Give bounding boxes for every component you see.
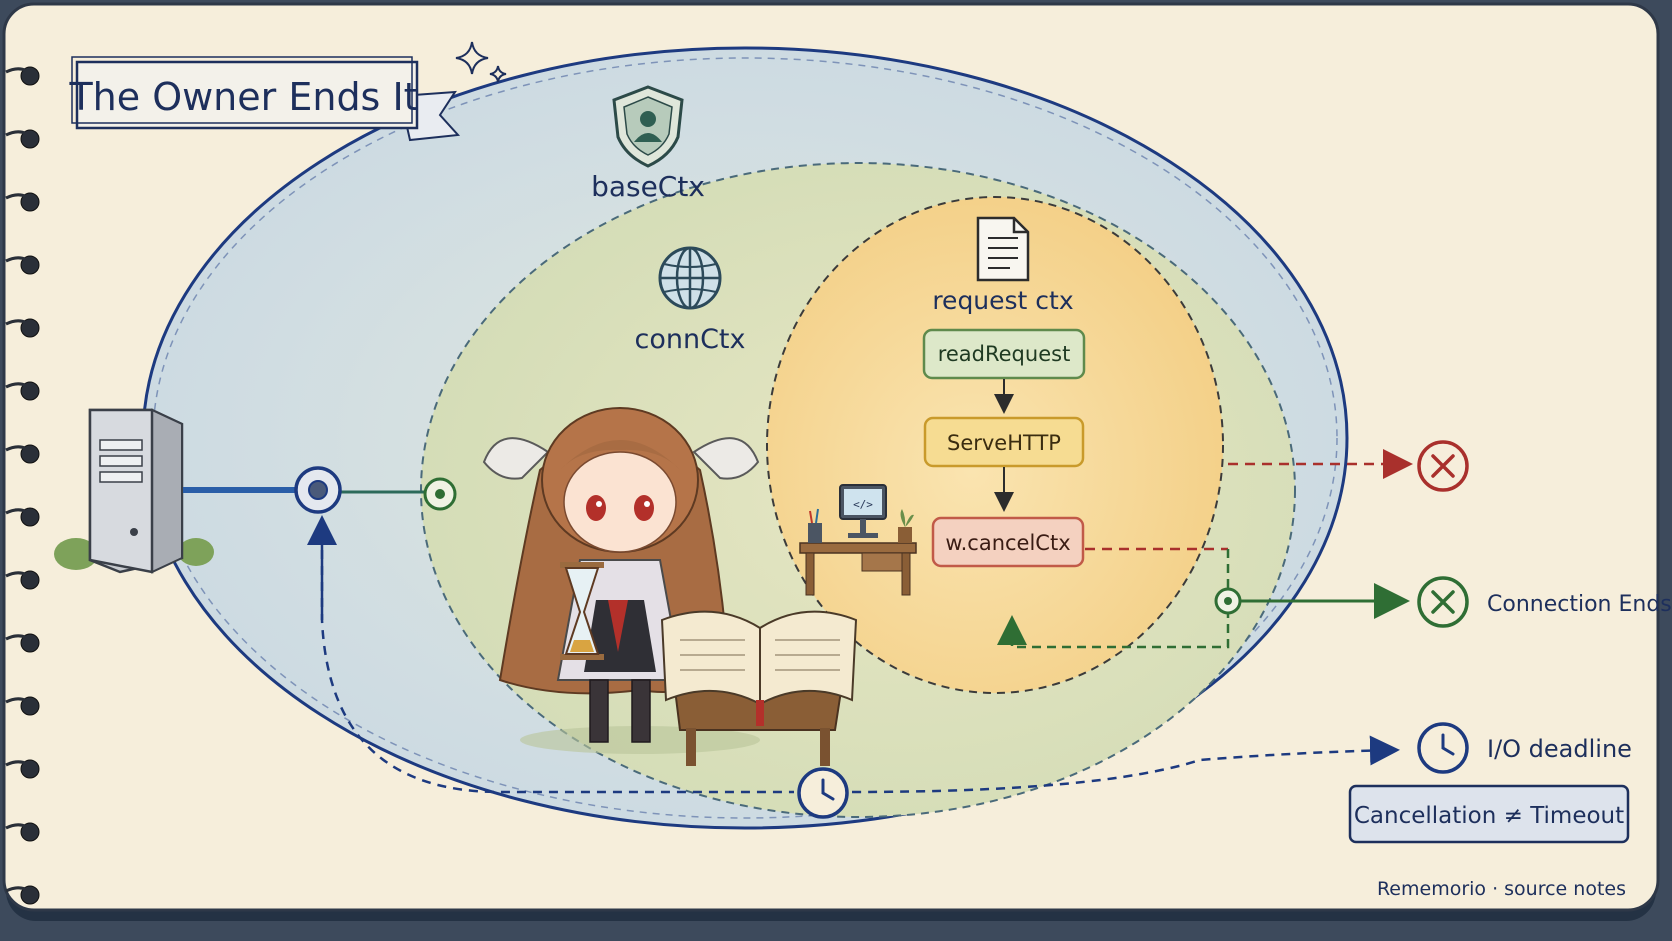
spiral-wire xyxy=(5,697,36,708)
connctx-label: connCtx xyxy=(634,324,745,355)
io-deadline-label: I/O deadline xyxy=(1487,735,1632,763)
spiral-wire xyxy=(5,130,36,141)
page-title: The Owner Ends It xyxy=(68,75,418,119)
note-box: Cancellation ≠ Timeout xyxy=(1348,784,1630,844)
spiral-wire xyxy=(5,508,36,519)
globe-icon xyxy=(658,246,722,310)
deadline-clock-icon xyxy=(797,767,849,819)
spiral-wire xyxy=(5,67,36,78)
requestctx-label: request ctx xyxy=(932,286,1073,315)
deadline-loop-path xyxy=(320,518,794,794)
basectx-inner-dash xyxy=(152,57,1338,819)
io-deadline-clock-icon xyxy=(1417,722,1469,774)
spiral-wire xyxy=(5,445,36,456)
flow-step-label: w.cancelCtx xyxy=(945,531,1070,555)
connection-ends-label: Connection Ends xyxy=(1487,592,1672,617)
sparkle-icon xyxy=(455,41,507,83)
spiral-wire xyxy=(5,886,36,897)
svg-text:</>: </> xyxy=(853,498,873,511)
flow-step-label: ServeHTTP xyxy=(947,431,1061,455)
shield-user-icon xyxy=(612,85,684,168)
listener-node-icon xyxy=(294,466,342,514)
spiral-binding xyxy=(5,66,40,905)
document-icon xyxy=(976,216,1030,282)
spiral-wire xyxy=(5,319,36,330)
flow-step-wcancelctx: w.cancelCtx xyxy=(931,516,1085,568)
spiral-wire xyxy=(5,256,36,267)
basectx-label: baseCtx xyxy=(591,170,705,203)
spiral-wire xyxy=(5,571,36,582)
spiral-wire xyxy=(5,760,36,771)
open-book-illustration xyxy=(660,610,858,766)
spiral-wire xyxy=(5,823,36,834)
title-banner: The Owner Ends It xyxy=(68,56,461,142)
connection-ends-x-circle-icon xyxy=(1417,576,1469,628)
flow-step-label: readRequest xyxy=(938,342,1071,366)
server-icon xyxy=(54,408,214,574)
cancel-x-circle-icon xyxy=(1417,440,1469,492)
spiral-wire xyxy=(5,382,36,393)
spiral-wire xyxy=(5,193,36,204)
conn-node-icon xyxy=(423,477,457,511)
desk-computer-illustration: </> xyxy=(799,484,917,596)
footer-text: Rememorio · source notes xyxy=(1377,878,1626,900)
note-box-text: Cancellation ≠ Timeout xyxy=(1354,803,1624,829)
conn-close-node-icon xyxy=(1214,587,1242,615)
flow-step-readrequest: readRequest xyxy=(922,328,1086,380)
flow-step-servehttp: ServeHTTP xyxy=(923,416,1085,468)
spiral-wire xyxy=(5,634,36,645)
